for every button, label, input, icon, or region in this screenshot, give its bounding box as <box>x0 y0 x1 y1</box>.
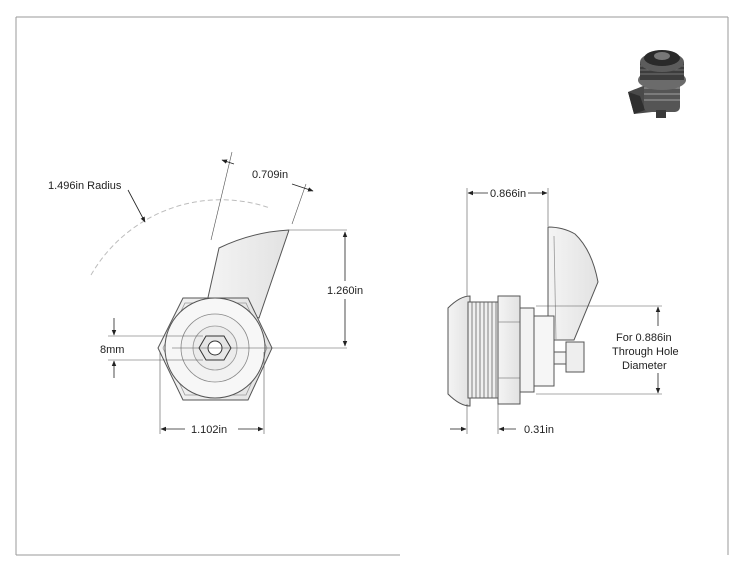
retaining-screw <box>565 341 585 373</box>
hex-size-label: 8mm <box>100 344 124 356</box>
radius-label: 1.496in Radius <box>48 180 122 192</box>
cam-lever-side <box>547 226 599 341</box>
side-view: 0.866in 0.31in For 0.886in Through Hole … <box>447 188 679 436</box>
body-width-label: 1.102in <box>191 424 227 436</box>
hex-nut <box>497 295 521 405</box>
front-view: 1.496in Radius 0.709in 1.260in 8mm 1.102… <box>48 151 363 436</box>
cam-lever <box>206 229 290 319</box>
radius-leader <box>127 189 146 223</box>
sheet-border <box>15 16 729 556</box>
hole-label-line1: For 0.886in <box>616 332 672 344</box>
flange-thickness-label: 0.31in <box>524 424 554 436</box>
isometric-preview-image <box>628 50 686 118</box>
thread-ridges <box>471 302 497 398</box>
cam-width-label: 0.709in <box>252 169 288 181</box>
hole-label-line3: Diameter <box>622 360 667 372</box>
hole-label-line2: Through Hole <box>612 346 679 358</box>
cam-swing-radius-arc <box>90 199 271 276</box>
depth-label: 0.866in <box>490 188 526 200</box>
cam-height-label: 1.260in <box>327 285 363 297</box>
flange <box>447 295 471 407</box>
